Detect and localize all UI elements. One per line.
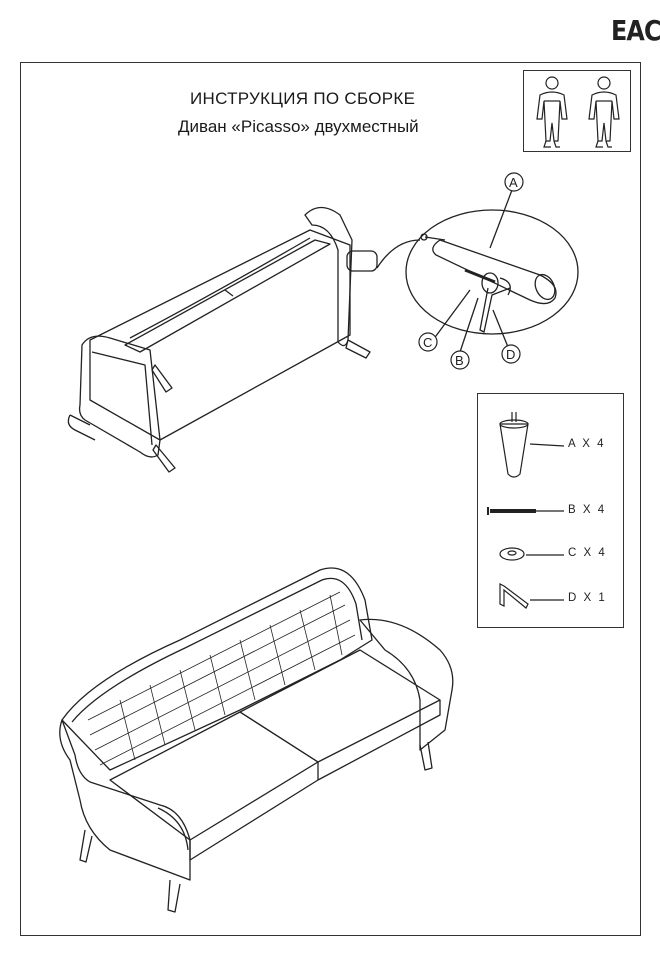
two-person-assembly-box (523, 70, 631, 152)
sofa-leg-icon (499, 412, 565, 478)
instruction-sheet-frame (20, 62, 641, 936)
parts-label-d: D X 1 (568, 592, 607, 604)
allen-key-icon (499, 583, 564, 609)
assembled-sofa-drawing (59, 567, 454, 913)
two-person-assembly-icon (536, 76, 620, 148)
upside-down-sofa-drawing (67, 206, 371, 473)
callout-b: B (455, 353, 464, 368)
washer-icon (499, 547, 564, 561)
parts-label-b: B X 4 (568, 504, 607, 516)
page-title: ИНСТРУКЦИЯ ПО СБОРКЕ (190, 89, 416, 108)
parts-icons (487, 412, 565, 609)
callout-a: A (509, 175, 518, 190)
page-subtitle: Диван «Picasso» двухместный (178, 117, 419, 136)
eac-certification-mark: EAC (611, 14, 660, 47)
bolt-icon (487, 507, 564, 515)
parts-label-c: C X 4 (568, 547, 607, 559)
leg-detail-magnifier (346, 189, 579, 353)
callout-d: D (506, 347, 515, 362)
parts-label-a: A X 4 (568, 438, 606, 450)
callout-c: C (423, 335, 432, 350)
parts-list-box: A X 4 B X 4 C X 4 D X 1 (477, 393, 624, 628)
